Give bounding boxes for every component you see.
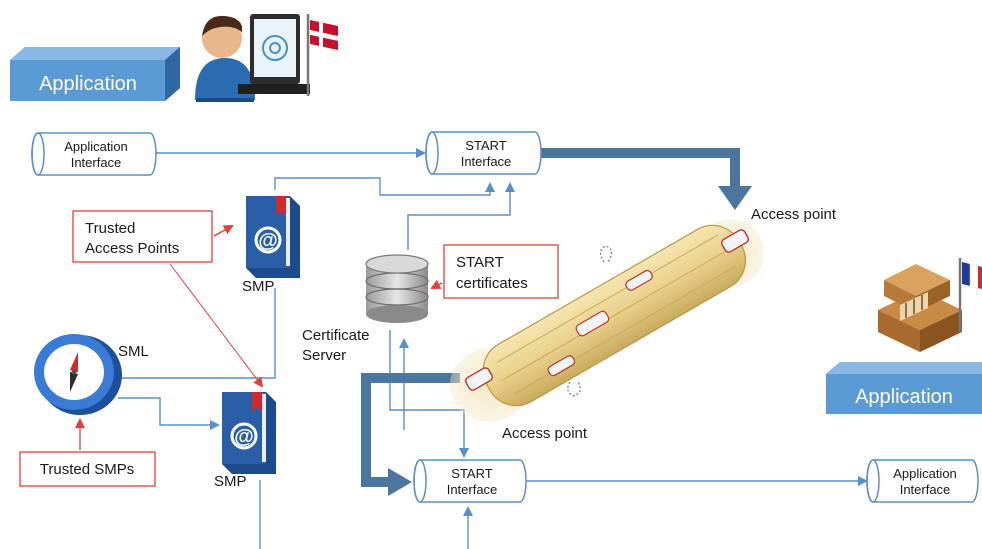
trusted-smps-label: Trusted SMPs <box>40 461 134 478</box>
smp-top-label: SMP <box>242 278 275 295</box>
application-box-right: Application <box>826 362 982 414</box>
svg-text:@: @ <box>234 426 254 448</box>
trusted-access-points-callout: Trusted Access Points <box>72 210 213 263</box>
application-box-left: Application <box>10 47 180 101</box>
app-interface-bottom-line2: Interface <box>900 482 951 497</box>
thick-arrow-bottom <box>361 373 460 496</box>
app-interface-top-line1: Application <box>64 139 128 154</box>
application-interface-bottom: Application Interface <box>866 459 979 503</box>
certificate-server: Certificate Server <box>302 254 429 364</box>
thick-arrow-top <box>540 148 752 210</box>
danish-flag-icon <box>306 14 338 96</box>
start-interface-bottom: START Interface <box>413 459 527 503</box>
trusted-smps-callout: Trusted SMPs <box>19 451 156 487</box>
trusted-access-points-line1: Trusted <box>85 220 135 237</box>
smp-bottom: @ SMP <box>214 392 276 490</box>
application-label-left: Application <box>39 73 137 95</box>
smp-bottom-label: SMP <box>214 473 247 490</box>
sml-label: SML <box>118 343 149 360</box>
government-building-icon <box>878 264 962 352</box>
app-interface-top-line2: Interface <box>71 155 122 170</box>
start-interface-top: START Interface <box>425 131 542 175</box>
address-book-icon-top: @ <box>246 196 300 278</box>
compass-icon <box>34 334 122 415</box>
app-interface-bottom-line1: Application <box>893 466 957 481</box>
trusted-access-points-line2: Access Points <box>85 240 179 257</box>
certificate-server-line1: Certificate <box>302 327 370 344</box>
start-certificates-line2: certificates <box>456 275 528 292</box>
person-at-computer-icon <box>195 14 310 102</box>
start-interface-bottom-line2: Interface <box>447 482 498 497</box>
address-book-icon-bottom: @ <box>222 392 276 474</box>
connector-lines <box>118 148 868 549</box>
start-interface-top-line2: Interface <box>461 154 512 169</box>
svg-text:@: @ <box>258 230 278 252</box>
database-icon <box>365 254 429 323</box>
start-interface-top-line1: START <box>465 138 506 153</box>
certificate-server-line2: Server <box>302 347 346 364</box>
start-certificates-line1: START <box>456 254 504 271</box>
french-flag-icon <box>958 258 982 332</box>
access-point-top-label: Access point <box>751 206 837 223</box>
access-point-bottom-label: Access point <box>502 425 588 442</box>
start-certificates-callout: START certificates <box>443 244 559 299</box>
application-interface-top: Application Interface <box>31 132 157 176</box>
access-point-connector-top <box>721 229 749 253</box>
smp-top: @ SMP <box>242 196 300 295</box>
application-label-right: Application <box>855 386 953 408</box>
network-cable-bundle <box>450 219 764 422</box>
access-point-connector-bottom <box>465 367 493 391</box>
sml: SML <box>34 334 149 415</box>
start-interface-bottom-line1: START <box>451 466 492 481</box>
